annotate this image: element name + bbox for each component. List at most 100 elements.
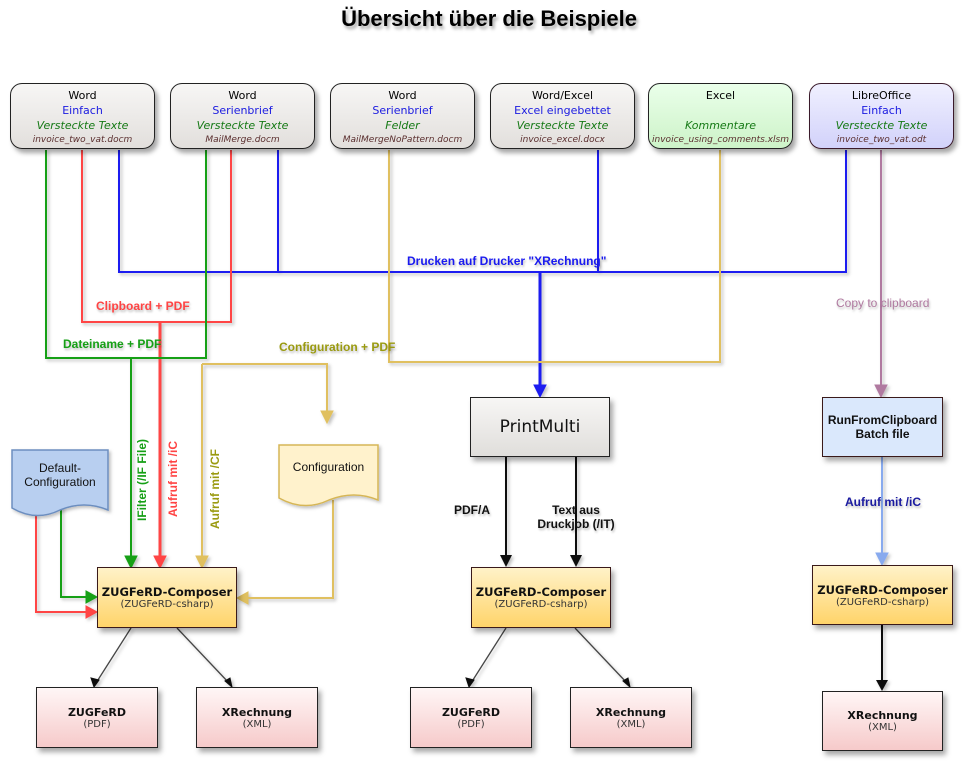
source-app: Word	[228, 88, 257, 102]
label-call-ic: Aufruf mit /iC	[166, 441, 180, 517]
wire-print-libreoffice	[540, 150, 847, 273]
wire-default-red	[35, 515, 88, 613]
arrow-clipboard	[153, 555, 167, 570]
source-line2: Versteckte Texte	[835, 118, 928, 132]
wire-left-zugferd	[95, 627, 132, 684]
label-call-ic-right: Aufruf mit /iC	[845, 495, 921, 509]
composer-title: ZUGFeRD-Composer	[817, 582, 948, 597]
source-line1: Einfach	[861, 103, 902, 117]
default-configuration-doc	[11, 449, 109, 517]
arrow-config-file	[320, 410, 334, 425]
output-title: XRechnung	[221, 705, 293, 719]
wire-mid-zugferd	[470, 627, 507, 684]
composer-right[interactable]: ZUGFeRD-Composer (ZUGFeRD-csharp)	[812, 565, 953, 625]
source-line1: Serienbrief	[372, 103, 433, 117]
composer-title: ZUGFeRD-Composer	[475, 585, 607, 599]
wire-clipboard-word1	[81, 150, 232, 323]
printmulti-node[interactable]: PrintMulti	[470, 397, 610, 457]
arrow-config-left	[195, 555, 209, 570]
arrow-default-red	[85, 605, 99, 619]
output-subtitle: (PDF)	[83, 718, 111, 730]
source-word-simple[interactable]: Word Einfach Versteckte Texte invoice_tw…	[10, 83, 155, 149]
source-app: Word	[68, 88, 97, 102]
arrow-copy-clipboard	[874, 384, 888, 399]
label-print: Drucken auf Drucker "XRechnung"	[407, 254, 607, 268]
wire-default-green	[60, 505, 88, 598]
output-title: ZUGFeRD	[441, 705, 501, 719]
arrow-left-xrechnung	[224, 677, 233, 689]
output-zugferd-middle[interactable]: ZUGFeRD (PDF)	[410, 687, 532, 748]
wire-config-pdf	[388, 150, 721, 363]
source-line2: Felder	[385, 118, 420, 132]
output-xrechnung-middle[interactable]: XRechnung (XML)	[570, 687, 692, 748]
source-line2: Versteckte Texte	[196, 118, 289, 132]
configuration-label: Configuration	[292, 460, 365, 474]
default-configuration-label: Default- Configuration	[12, 455, 108, 495]
arrow-mid-zugferd	[465, 677, 475, 689]
label-text-job: Text aus Druckjob (/IT)	[533, 503, 619, 531]
arrow-left-zugferd	[90, 677, 100, 689]
source-excel-comments[interactable]: Excel Kommentare invoice_using_comments.…	[648, 83, 793, 149]
arrow-mid-xrechnung	[622, 677, 631, 689]
source-line1: Serienbrief	[212, 103, 273, 117]
wire-config-file-composer	[245, 500, 334, 599]
arrow-textjob	[570, 555, 582, 567]
label-text-job-line1: Text aus	[552, 503, 600, 517]
output-subtitle: (PDF)	[457, 718, 485, 730]
output-xrechnung-left[interactable]: XRechnung (XML)	[196, 687, 318, 748]
label-clipboard-pdf: Clipboard + PDF	[96, 299, 190, 313]
configuration-doc	[278, 444, 379, 507]
output-title: XRechnung	[595, 705, 667, 719]
page-title: Übersicht über die Beispiele	[341, 6, 637, 31]
runclip-line2: Batch file	[855, 427, 910, 441]
wire-config-down	[202, 363, 328, 414]
printmulti-label: PrintMulti	[499, 417, 581, 437]
wire-left-xrechnung	[176, 627, 230, 684]
source-word-excel[interactable]: Word/Excel Excel eingebettet Versteckte …	[490, 83, 635, 149]
output-title: ZUGFeRD	[67, 705, 127, 719]
wire-mid-xrechnung-line	[574, 627, 628, 684]
arrow-pdfa	[500, 555, 512, 567]
composer-middle[interactable]: ZUGFeRD-Composer (ZUGFeRD-csharp)	[471, 567, 611, 628]
source-file: invoice_two_vat.docm	[32, 134, 133, 145]
source-file: invoice_excel.docx	[520, 134, 605, 145]
label-config-pdf: Configuration + PDF	[279, 340, 396, 354]
source-app: Excel	[705, 88, 736, 102]
output-title: XRechnung	[847, 709, 918, 722]
composer-left[interactable]: ZUGFeRD-Composer (ZUGFeRD-csharp)	[97, 567, 237, 628]
runclip-line1: RunFromClipboard	[827, 413, 938, 427]
source-file: MailMerge.docm	[205, 134, 280, 145]
wire-print-word1	[118, 150, 540, 273]
wire-filename	[45, 150, 207, 359]
source-app: Word	[388, 88, 417, 102]
label-call-cf: Aufruf mit /CF	[208, 449, 222, 529]
source-line1: Excel eingebettet	[514, 103, 611, 117]
composer-subtitle: (ZUGFeRD-csharp)	[836, 596, 929, 608]
default-config-line2: Configuration	[24, 475, 96, 489]
arrow-config-file-composer	[235, 591, 249, 605]
source-file: MailMergeNoPattern.docm	[342, 134, 463, 145]
source-line1: Einfach	[62, 103, 103, 117]
source-app: LibreOffice	[851, 88, 912, 102]
composer-subtitle: (ZUGFeRD-csharp)	[494, 599, 588, 610]
output-subtitle: (XML)	[868, 722, 897, 733]
label-filename-pdf: Dateiname + PDF	[63, 337, 162, 351]
source-word-mailmerge-fields[interactable]: Word Serienbrief Felder MailMergeNoPatte…	[330, 83, 475, 149]
output-zugferd-left[interactable]: ZUGFeRD (PDF)	[36, 687, 158, 748]
output-xrechnung-right[interactable]: XRechnung (XML)	[822, 691, 943, 751]
source-libreoffice[interactable]: LibreOffice Einfach Versteckte Texte inv…	[809, 83, 954, 149]
composer-subtitle: (ZUGFeRD-csharp)	[120, 599, 214, 610]
arrow-print	[533, 384, 547, 399]
source-file: invoice_using_comments.xlsm	[652, 134, 789, 145]
label-pdfa: PDF/A	[454, 503, 490, 517]
source-line2: Versteckte Texte	[36, 118, 129, 132]
label-copy-clipboard: Copy to clipboard	[836, 296, 930, 310]
arrow-default-green	[85, 590, 99, 604]
arrow-right-xrechnung	[876, 680, 888, 691]
label-text-job-line2: Druckjob (/IT)	[537, 517, 615, 531]
source-word-mailmerge[interactable]: Word Serienbrief Versteckte Texte MailMe…	[170, 83, 315, 149]
source-line2: Versteckte Texte	[516, 118, 609, 132]
runfromclipboard-node[interactable]: RunFromClipboard Batch file	[822, 397, 943, 457]
output-subtitle: (XML)	[616, 718, 646, 730]
